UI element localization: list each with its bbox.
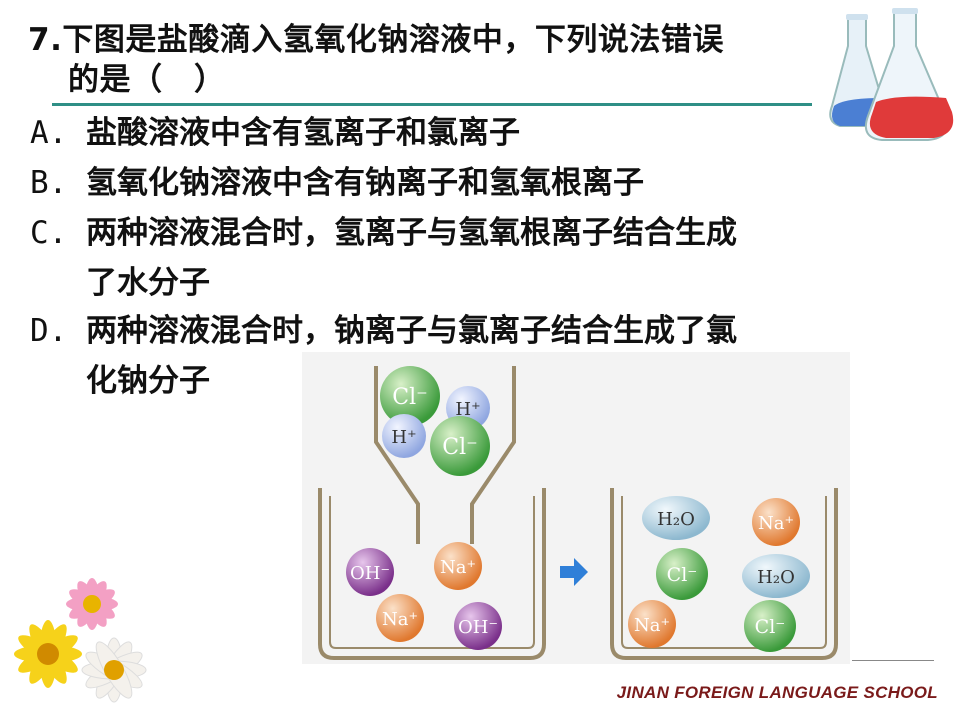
right-beaker [610,488,838,660]
option-d-letter: D. [30,313,68,349]
molecule-water: H₂O [642,496,710,540]
reaction-arrow [560,558,588,586]
question-title: 7.下图是盐酸滴入氢氧化钠溶液中，下列说法错误 的是（ ） [28,20,848,100]
question-line-2: 的是（ ） [68,62,226,98]
ion-na: Na⁺ [752,498,800,546]
svg-text:H⁺: H⁺ [455,399,480,420]
dropper [374,366,516,544]
ion-na: Na⁺ [628,600,676,648]
reaction-diagram: Cl⁻ H⁺ H⁺ Cl⁻ OH⁻ Na⁺ Na⁺ OH⁻ H₂O Na⁺ Cl… [302,352,850,664]
svg-text:H₂O: H₂O [657,509,695,530]
school-name: JINAN FOREIGN LANGUAGE SCHOOL [616,683,938,702]
svg-text:OH⁻: OH⁻ [350,563,390,584]
option-d: D. 两种溶液混合时，钠离子与氯离子结合生成了氯 化钠分子 [30,306,737,406]
svg-text:Cl⁻: Cl⁻ [667,564,698,586]
option-a-letter: A. [30,115,68,151]
ion-h: H⁺ [382,414,426,458]
option-b-text: 氢氧化钠溶液中含有钠离子和氢氧根离子 [86,165,644,201]
ion-cl: Cl⁻ [380,366,440,426]
option-c-letter: C. [30,215,68,251]
title-underline [52,103,812,106]
ion-cl: Cl⁻ [430,416,490,476]
option-b: B. 氢氧化钠溶液中含有钠离子和氢氧根离子 [30,158,644,208]
ion-cl: Cl⁻ [656,548,708,600]
svg-text:Na⁺: Na⁺ [382,609,418,630]
option-c-text-line-2: 了水分子 [86,265,210,301]
ion-cl: Cl⁻ [744,600,796,652]
footer-line [852,660,934,661]
svg-text:Na⁺: Na⁺ [758,513,794,534]
svg-text:Na⁺: Na⁺ [440,557,476,578]
option-d-text-line-2: 化钠分子 [86,363,210,399]
svg-text:H₂O: H₂O [757,567,795,588]
svg-text:H⁺: H⁺ [391,427,416,448]
ion-oh: OH⁻ [346,548,394,596]
option-d-text-line-1: 两种溶液混合时，钠离子与氯离子结合生成了氯 [86,313,737,349]
ion-na: Na⁺ [376,594,424,642]
option-a-text: 盐酸溶液中含有氢离子和氯离子 [86,115,520,151]
reaction-diagram-svg: Cl⁻ H⁺ H⁺ Cl⁻ OH⁻ Na⁺ Na⁺ OH⁻ H₂O Na⁺ Cl… [318,366,838,660]
question-number: 7. [28,22,63,58]
svg-text:Cl⁻: Cl⁻ [392,385,427,410]
svg-text:Na⁺: Na⁺ [634,615,670,636]
option-c: C. 两种溶液混合时，氢离子与氢氧根离子结合生成 了水分子 [30,208,737,308]
question-line-1: 下图是盐酸滴入氢氧化钠溶液中，下列说法错误 [62,22,724,58]
svg-text:Cl⁻: Cl⁻ [442,435,477,460]
option-c-text-line-1: 两种溶液混合时，氢离子与氢氧根离子结合生成 [86,215,737,251]
svg-text:Cl⁻: Cl⁻ [755,616,786,638]
flask-icon [829,8,954,141]
molecule-water: H₂O [742,554,810,598]
option-b-letter: B. [30,165,68,201]
left-beaker [318,488,546,660]
svg-text:OH⁻: OH⁻ [458,617,498,638]
ion-na: Na⁺ [434,542,482,590]
option-a: A. 盐酸溶液中含有氢离子和氯离子 [30,108,520,158]
flowers-icon [14,578,147,703]
ion-oh: OH⁻ [454,602,502,650]
